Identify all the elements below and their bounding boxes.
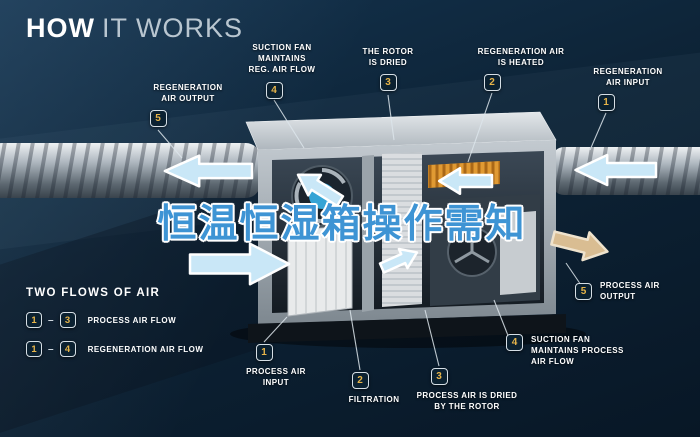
step-badge-4-process: 4 xyxy=(506,334,523,351)
callout-regeneration-air-output: REGENERATION AIR OUTPUT 5 xyxy=(140,82,236,128)
step-badge-2-regeneration: 2 xyxy=(483,74,501,92)
step-badge-1-process: 1 xyxy=(255,344,273,361)
callout-rotor-is-dried: THE ROTOR IS DRIED 3 xyxy=(352,46,424,92)
callout-process-suction-fan: 4 SUCTION FAN MAINTAINS PROCESS AIR FLOW xyxy=(506,334,624,368)
legend-badge-end: 3 xyxy=(59,312,76,328)
callout-label: SUCTION FAN MAINTAINS REG. AIR FLOW xyxy=(248,43,316,75)
title-primary: HOW xyxy=(26,13,95,43)
step-badge-3-process: 3 xyxy=(430,368,448,385)
callout-label: PROCESS AIR OUTPUT xyxy=(600,281,660,302)
step-badge-5-regeneration: 5 xyxy=(149,110,167,128)
callout-label: REGENERATION AIR INPUT xyxy=(593,67,663,88)
legend-label: PROCESS AIR FLOW xyxy=(87,315,177,325)
title-secondary: IT WORKS xyxy=(101,13,243,43)
callout-label: FILTRATION xyxy=(348,395,400,404)
legend-label: REGENERATION AIR FLOW xyxy=(87,344,204,354)
callout-process-air-input: 1 PROCESS AIR INPUT xyxy=(240,344,312,388)
legend: TWO FLOWS OF AIR 1 – 3 PROCESS AIR FLOW … xyxy=(26,287,203,357)
callout-label: PROCESS AIR INPUT xyxy=(246,367,306,388)
legend-badge-start: 1 xyxy=(26,312,42,328)
callout-label: PROCESS AIR IS DRIED BY THE ROTOR xyxy=(416,391,518,412)
step-badge-1-regeneration: 1 xyxy=(597,94,615,112)
callout-filtration: 2 FILTRATION xyxy=(340,372,408,405)
callout-process-air-output: 5 PROCESS AIR OUTPUT xyxy=(575,280,660,302)
leader-lines xyxy=(157,92,607,371)
legend-badge-end: 4 xyxy=(59,341,76,357)
legend-dash: – xyxy=(48,314,54,326)
watermark-text: 恒温恒湿箱操作需知 xyxy=(157,203,527,246)
callout-regeneration-air-input: REGENERATION AIR INPUT 1 xyxy=(578,66,678,112)
step-badge-5-process: 5 xyxy=(575,282,592,300)
callout-label: REGENERATION AIR OUTPUT xyxy=(153,83,223,104)
legend-heading: TWO FLOWS OF AIR xyxy=(26,287,161,299)
legend-row-process-air-flow: 1 – 3 PROCESS AIR FLOW xyxy=(26,312,203,328)
callout-regeneration-suction-fan: SUCTION FAN MAINTAINS REG. AIR FLOW 4 xyxy=(238,42,326,99)
step-badge-2-process: 2 xyxy=(351,372,369,389)
legend-badge-start: 1 xyxy=(26,341,42,357)
callout-label: REGENERATION AIR IS HEATED xyxy=(477,47,565,68)
legend-dash: – xyxy=(48,343,54,355)
callout-label: SUCTION FAN MAINTAINS PROCESS AIR FLOW xyxy=(531,335,624,367)
step-badge-3-regeneration: 3 xyxy=(379,74,397,92)
callout-label: THE ROTOR IS DRIED xyxy=(362,47,414,68)
callout-process-air-dried: 3 PROCESS AIR IS DRIED BY THE ROTOR xyxy=(408,368,526,412)
step-badge-4-regeneration: 4 xyxy=(265,81,283,99)
legend-row-regeneration-air-flow: 1 – 4 REGENERATION AIR FLOW xyxy=(26,341,203,357)
callout-regeneration-air-heated: REGENERATION AIR IS HEATED 2 xyxy=(462,46,580,92)
